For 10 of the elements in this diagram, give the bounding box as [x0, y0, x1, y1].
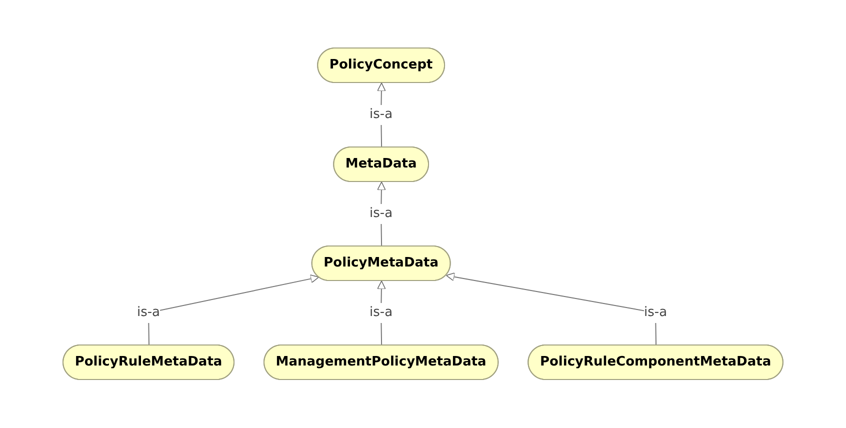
edge-label: is-a — [370, 206, 393, 222]
edge-label: is-a — [370, 107, 393, 122]
arrow — [377, 82, 386, 148]
edge-label: is-a — [644, 305, 668, 320]
arrow — [377, 182, 386, 248]
arrow — [377, 280, 386, 346]
edge-label: is-a — [137, 305, 160, 320]
arrow — [446, 272, 657, 346]
arrow — [148, 274, 320, 346]
edge-label: is-a — [370, 305, 393, 320]
